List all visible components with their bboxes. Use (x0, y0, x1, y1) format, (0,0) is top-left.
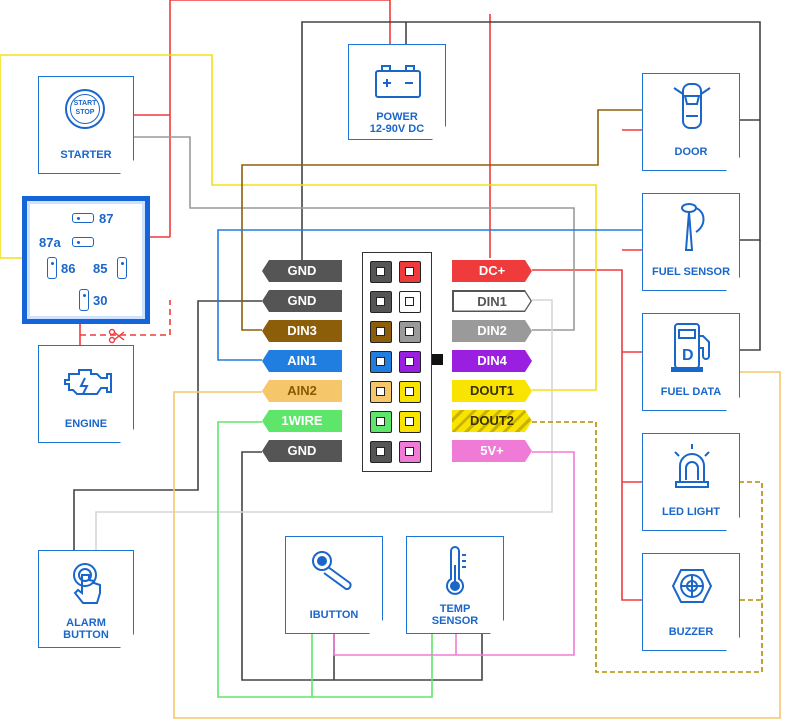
starter-label: STARTER (60, 149, 112, 161)
fuel-sensor-box[interactable]: FUEL SENSOR (642, 193, 740, 291)
connector-block[interactable] (362, 252, 432, 472)
alarm-label-2: BUTTON (63, 629, 109, 641)
pin-right-3 (399, 321, 421, 343)
relay-term-86: 86 (61, 261, 76, 276)
pin-right-2 (399, 291, 421, 313)
tag-right-5v-plus: 5V+ (452, 440, 532, 462)
pin-right-1 (399, 261, 421, 283)
relay-pin-30 (79, 289, 89, 311)
alarm-button-box[interactable]: ALARM BUTTON (38, 550, 134, 648)
tag-right-din1-fill: DIN1 (454, 292, 531, 311)
ibutton-key-icon (310, 549, 360, 593)
relay-box[interactable]: 87 87a 86 85 30 (22, 196, 150, 324)
pin-right-6 (399, 411, 421, 433)
relay-pin-85 (117, 257, 127, 279)
tag-right-dout2: DOUT2 (452, 410, 532, 432)
tag-left-din3: DIN3 (262, 320, 342, 342)
pin-left-3 (370, 321, 392, 343)
buzzer-box[interactable]: BUZZER (642, 553, 740, 651)
tag-left-gnd-3: GND (262, 440, 342, 462)
tag-left-gnd-1: GND (262, 260, 342, 282)
starter-box[interactable]: START STOP STARTER (38, 76, 134, 174)
led-light-box[interactable]: LED LIGHT (642, 433, 740, 531)
ibutton-label: IBUTTON (309, 609, 359, 621)
thermometer-icon (441, 545, 471, 597)
power-label-2: 12-90V DC (369, 123, 425, 135)
start-stop-button-icon: START STOP (65, 89, 105, 129)
alarm-label-1: ALARM (66, 617, 106, 629)
tag-right-din2: DIN2 (452, 320, 532, 342)
stop-text: STOP (75, 109, 95, 116)
temp-sensor-box[interactable]: TEMP SENSOR (406, 536, 504, 634)
power-label-1: POWER (376, 111, 418, 123)
tag-left-gnd-2: GND (262, 290, 342, 312)
tag-left-1wire: 1WIRE (262, 410, 342, 432)
pin-right-7 (399, 441, 421, 463)
engine-label: ENGINE (64, 418, 108, 430)
led-light-label: LED LIGHT (661, 506, 721, 518)
pin-left-5 (370, 381, 392, 403)
fuel-probe-icon (673, 200, 713, 254)
fuel-sensor-label: FUEL SENSOR (651, 266, 731, 278)
relay-pin-87a (72, 237, 94, 247)
door-label: DOOR (674, 146, 708, 158)
pin-right-4 (399, 351, 421, 373)
relay-term-85: 85 (93, 261, 108, 276)
wire-dc-plus (169, 0, 391, 237)
tag-left-ain1: AIN1 (262, 350, 342, 372)
tag-left-ain2: AIN2 (262, 380, 342, 402)
engine-icon (61, 364, 113, 400)
wire-gnd (301, 21, 761, 260)
relay-pin-86 (47, 257, 57, 279)
buzzer-label: BUZZER (668, 626, 714, 638)
power-box[interactable]: POWER 12-90V DC (348, 44, 446, 140)
tag-right-din4: DIN4 (452, 350, 532, 372)
ibutton-box[interactable]: IBUTTON (285, 536, 383, 634)
relay-term-30: 30 (93, 293, 108, 308)
door-box[interactable]: DOOR (642, 73, 740, 171)
pin-left-4 (370, 351, 392, 373)
pin-left-1 (370, 261, 392, 283)
beacon-light-icon (667, 442, 717, 492)
temp-label-1: TEMP (439, 603, 471, 615)
pin-left-6 (370, 411, 392, 433)
relay-term-87: 87 (99, 211, 114, 226)
pin-left-7 (370, 441, 392, 463)
engine-box[interactable]: ENGINE (38, 345, 134, 443)
relay-term-87a: 87a (39, 235, 61, 250)
finger-press-icon (67, 561, 107, 609)
fuel-data-box[interactable]: D FUEL DATA (642, 313, 740, 411)
svg-text:D: D (682, 347, 694, 364)
connector-key-mark (432, 354, 443, 365)
car-door-icon (669, 82, 715, 132)
start-text: START (73, 100, 97, 107)
battery-icon (374, 63, 422, 99)
fuel-pump-icon: D (669, 320, 717, 374)
fuel-data-label: FUEL DATA (660, 386, 722, 398)
temp-label-2: SENSOR (431, 615, 479, 627)
pin-left-2 (370, 291, 392, 313)
relay-pin-87 (72, 213, 94, 223)
pin-right-5 (399, 381, 421, 403)
buzzer-icon (669, 564, 715, 608)
tag-right-dout1: DOUT1 (452, 380, 532, 402)
scissors-icon (108, 328, 125, 344)
wire-dc-to-devices (532, 269, 642, 601)
tag-right-dc-plus: DC+ (452, 260, 532, 282)
